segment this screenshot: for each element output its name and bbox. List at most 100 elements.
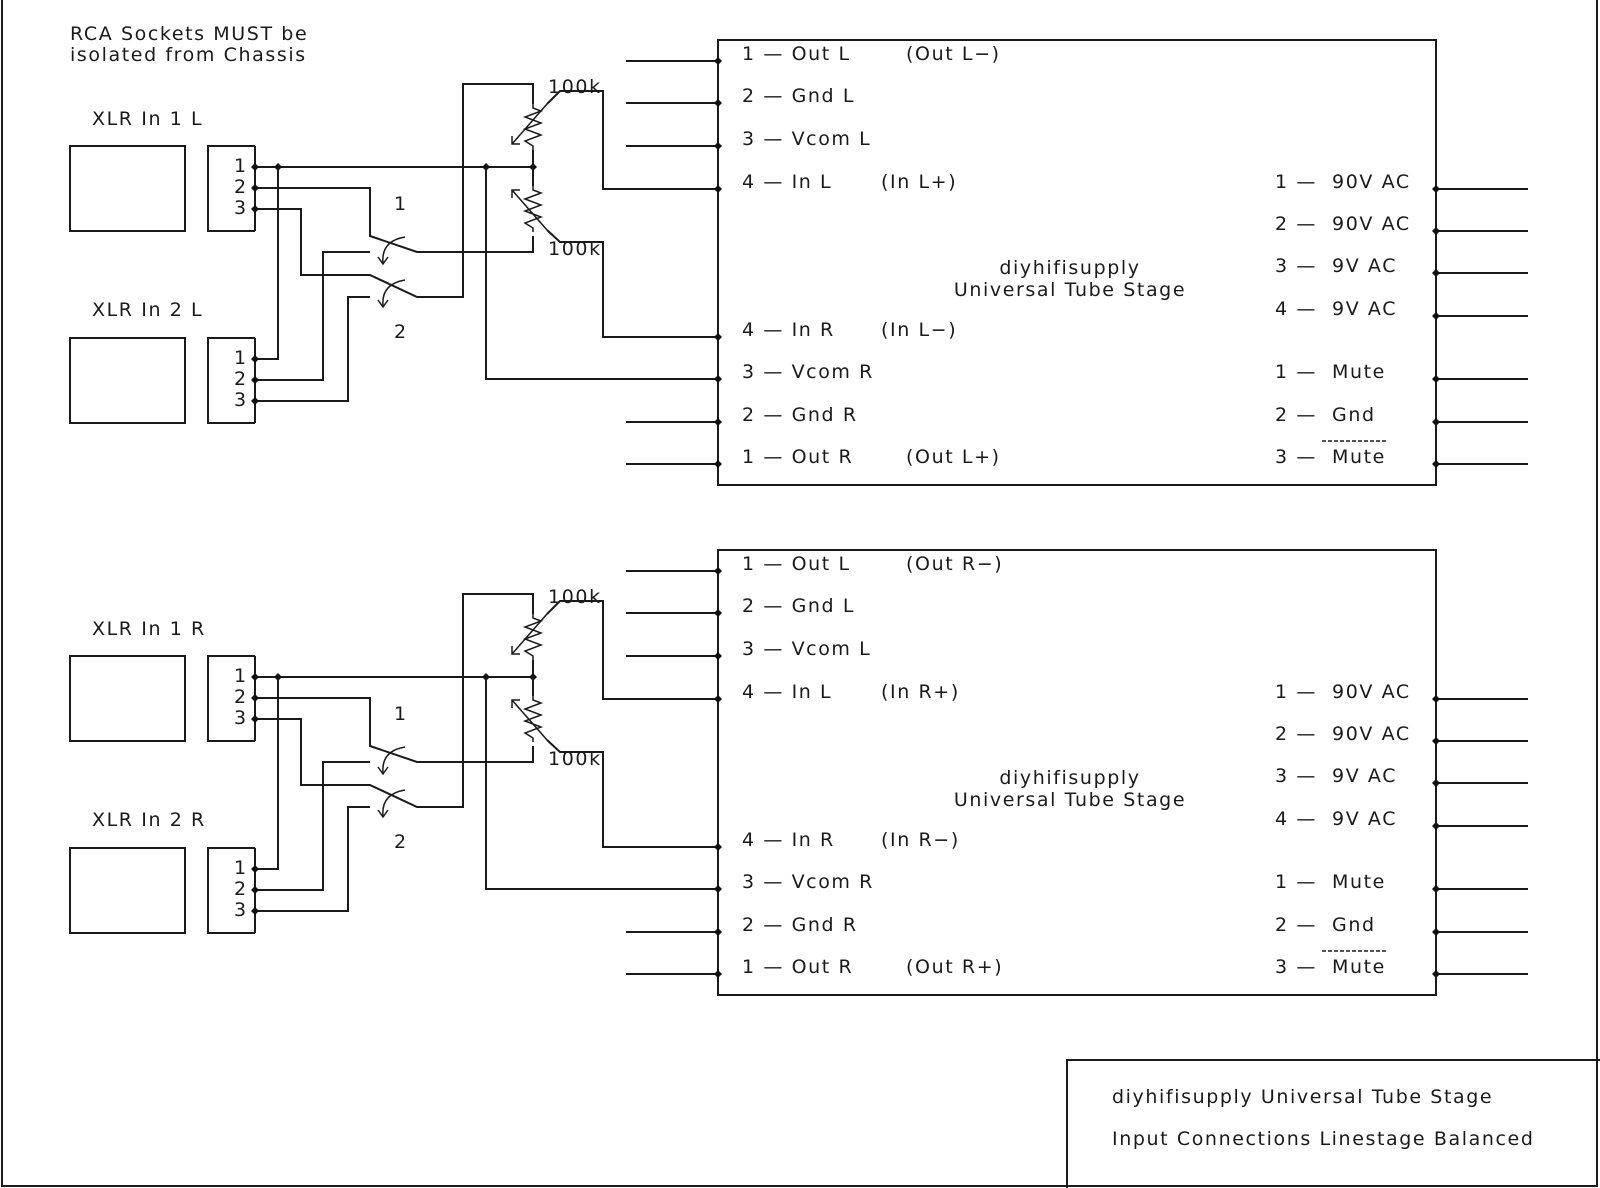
vcom-r-wire [485,677,718,890]
vcom-r-wire [485,167,718,380]
junction-dot [714,142,722,150]
module-left-pin: 1 — Out R(Out L+) [626,446,999,468]
junction-dot [714,99,722,107]
switch-1-label: 1 [394,703,408,725]
resistor-zigzag-icon [522,614,544,660]
module-right-pin-name: Gnd [1332,914,1376,936]
module-right-pin-number: 2 — [1275,213,1317,235]
junction-dot [714,185,722,193]
module-left-pin-note: (Out L−) [906,43,1001,65]
module-right-pin: 3 — Mute [1275,950,1528,978]
junction-dot [251,163,259,171]
module-right-pin: 3 —9V AC [1275,765,1528,787]
module-left-pin-note: (In R+) [881,681,960,703]
xlr-pin-number: 2 [234,176,248,198]
module-left-pin: 2 — Gnd R [626,914,858,936]
module-left-pin: 4 — In R(In R−) [714,829,958,851]
wiper-arrow-icon [511,103,548,145]
module-right-pin: 2 —90V AC [1275,723,1528,745]
module-left-pin-note: (In L+) [881,171,957,193]
wiper1-to-in-l-wire [546,600,718,700]
module-right-pin-name: Mute [1332,956,1386,978]
pot-2-value: 100k [548,748,602,770]
module-right-pin-number: 3 — [1275,255,1317,277]
module-left-pin: 4 — In R(In L−) [714,319,956,341]
module-right-pin-number: 2 — [1275,914,1317,936]
pot-1-value: 100k [548,586,602,608]
switch-2-label: 2 [394,321,408,343]
junction-dot [714,652,722,660]
switch1-pole-wire [255,251,370,381]
resistor-zigzag-icon [522,104,544,150]
module-right-pin-name: 9V AC [1332,255,1397,277]
module-left-pin: 1 — Out R(Out R+) [626,956,1003,978]
module-left-pin-label: 2 — Gnd L [742,595,855,617]
module-left-pin-label: 4 — In L [742,171,832,193]
pot-2-value: 100k [548,238,602,260]
xlr-pin-number: 3 [234,707,248,729]
junction-dot [251,694,259,702]
module-right-pin-name: Mute [1332,446,1386,468]
module-left-pin-label: 4 — In L [742,681,832,703]
module-outline [717,39,1437,486]
module-right-pin: 2 —Gnd [1275,404,1528,426]
junction-dot [714,843,722,851]
xlr-connector-label: XLR In 1 R [92,618,206,640]
module-right-pin-name: Mute [1332,871,1386,893]
wiper-arrow-icon [511,699,548,741]
potentiometer-2 [511,696,548,742]
isolation-note-line1: RCA Sockets MUST be [70,23,308,45]
switch2-pole-wire [255,806,370,912]
switch1-pole-wire [255,761,370,891]
module-left-pin-note: (Out R+) [906,956,1003,978]
switch-2-actuator-icon [377,789,406,819]
junction-dot [251,715,259,723]
module-right-pin-number: 3 — [1275,956,1317,978]
xlr-pin-number: 2 [234,878,248,900]
junction-dot [714,970,722,978]
module-left-pin-label: 2 — Gnd R [742,914,858,936]
module-right-pin: 3 — Mute [1275,440,1528,468]
module-right-pin-name: 9V AC [1332,808,1397,830]
module-right-pin-name: Mute [1332,361,1386,383]
module-right-pin-name: 90V AC [1332,171,1411,193]
title-block-line1: diyhifisupply Universal Tube Stage [1112,1086,1493,1108]
resistor-zigzag-icon [522,186,544,232]
switch-2-actuator-icon [377,279,406,309]
rca-socket-outline [69,655,186,742]
module-left-pin: 2 — Gnd L [626,595,855,617]
xlr-pin-number: 1 [234,347,248,369]
junction-dot [1432,418,1440,426]
junction-dot [1432,375,1440,383]
module-left-pin: 3 — Vcom R [714,871,872,893]
module-left-pin-note: (Out R−) [906,553,1003,575]
xlr-pin-number: 1 [234,857,248,879]
xlr-pin-block [207,655,255,742]
module-left-pin-label: 4 — In R [742,319,835,341]
module-right-pin-number: 1 — [1275,681,1317,703]
junction-dot [714,609,722,617]
module-left-pin-label: 3 — Vcom L [742,638,871,660]
pin1-link-wire [255,677,279,870]
junction-dot [251,376,259,384]
module-left-pin: 3 — Vcom R [714,361,872,383]
junction-dot [251,865,259,873]
junction-dot [1432,269,1440,277]
module-right-pin-number: 3 — [1275,446,1317,468]
junction-dot [714,57,722,65]
module-left-pin: 3 — Vcom L [626,128,871,150]
junction-dot [1432,185,1440,193]
module-left-pin-label: 3 — Vcom L [742,128,871,150]
module-right-pin-name: 90V AC [1332,213,1411,235]
module-left-pin: 4 — In L (In L+) [714,171,957,193]
module-right-pin: 1 —90V AC [1275,681,1528,703]
xlr-pin-block [207,847,255,934]
junction-dot [251,205,259,213]
module-left-pin-label: 1 — Out L [742,43,851,65]
module-right-pin-number: 1 — [1275,871,1317,893]
